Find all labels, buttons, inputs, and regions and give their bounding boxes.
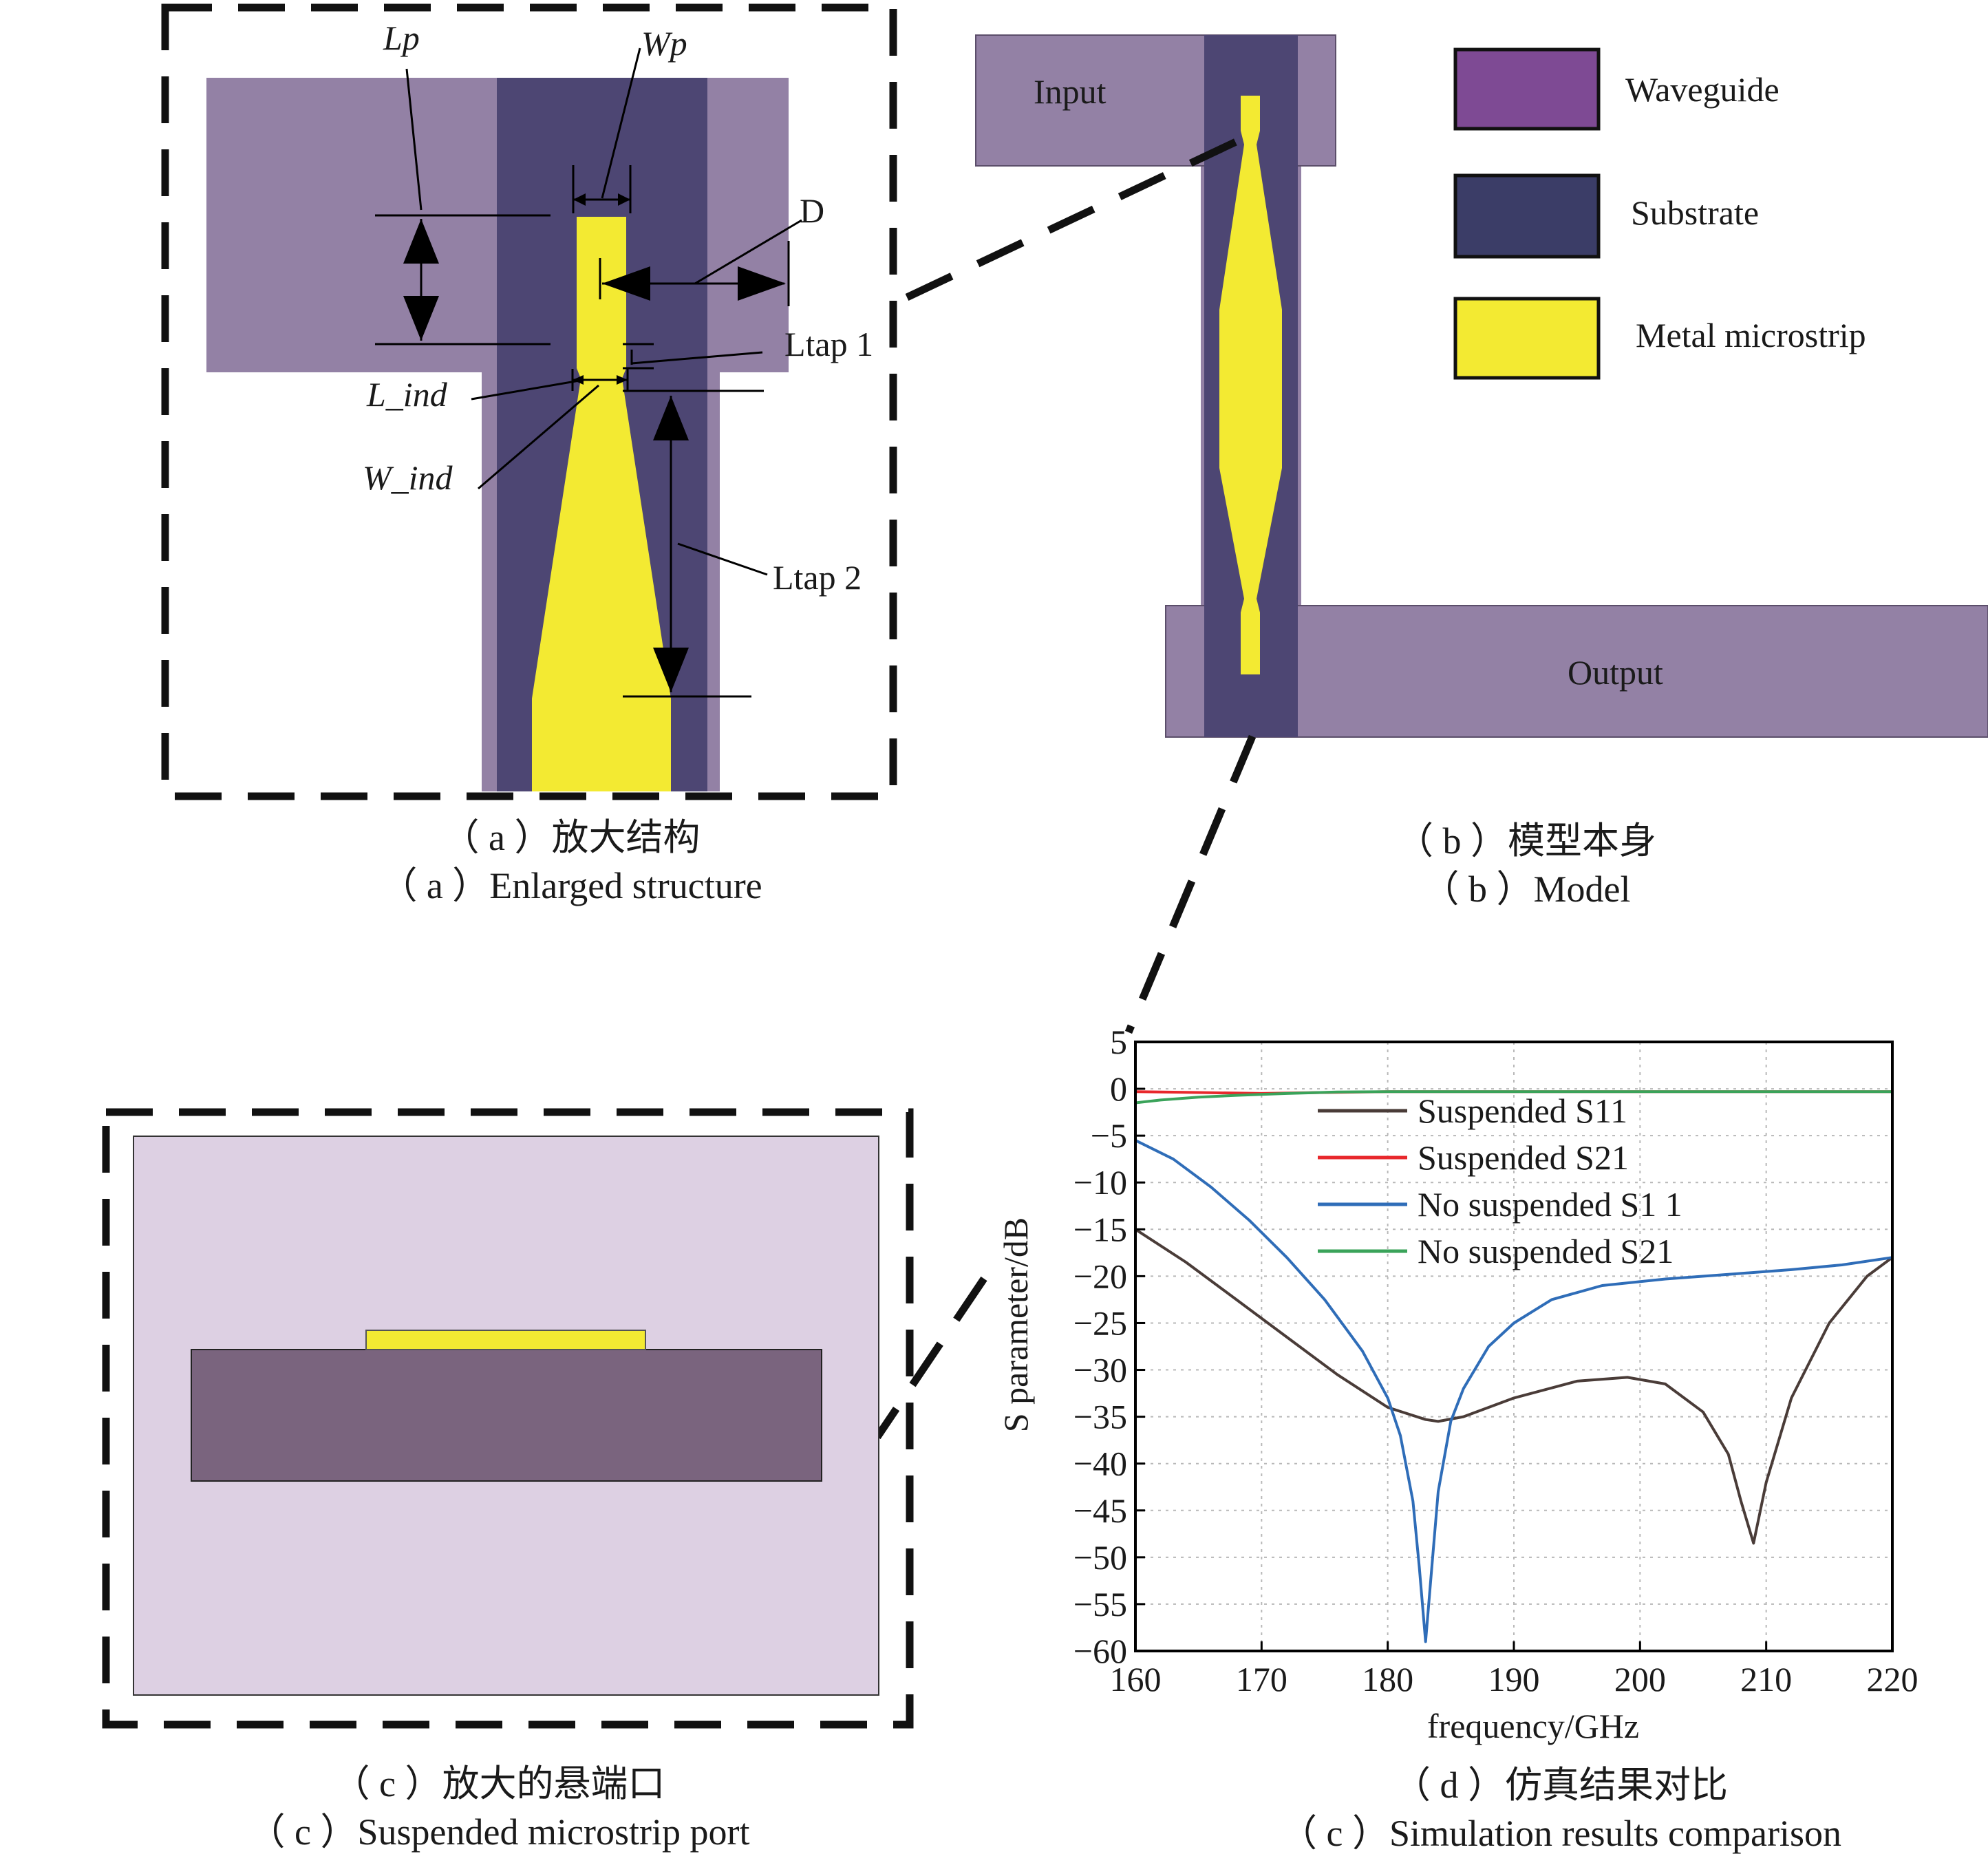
y-tick-label: 0 xyxy=(1110,1069,1127,1108)
legend-label-1: Suspended S21 xyxy=(1418,1138,1629,1177)
label-w-ind: W_ind xyxy=(363,458,453,497)
legend-swatch-waveguide xyxy=(1453,47,1601,131)
dashed-frame-a xyxy=(161,3,897,800)
x-tick-label: 170 xyxy=(1236,1660,1287,1698)
x-tick-label: 220 xyxy=(1867,1660,1918,1698)
legend-label-3: No suspended S21 xyxy=(1418,1232,1674,1270)
chart-grid xyxy=(1135,1042,1892,1651)
y-tick-label: −40 xyxy=(1073,1445,1127,1483)
label-ltap1: Ltap 1 xyxy=(784,325,873,363)
metal-microstrip-b xyxy=(1219,96,1282,674)
y-tick-label: −5 xyxy=(1091,1116,1127,1155)
series-line-3 xyxy=(1135,1090,1892,1105)
y-tick-label: −60 xyxy=(1073,1632,1127,1670)
panel-b-model: Input Output Waveguide Substrate Metal m… xyxy=(975,34,1988,910)
y-tick-label: −30 xyxy=(1073,1351,1127,1389)
chart-ylabel: S parameter/dB xyxy=(996,1217,1035,1432)
label-lp: Lp xyxy=(383,19,420,57)
y-tick-label: −45 xyxy=(1073,1491,1127,1530)
caption-c-cn: （ c ）放大的悬端口 xyxy=(333,1763,665,1804)
y-tick-label: −50 xyxy=(1073,1538,1127,1577)
legend-label-2: No suspended S1 1 xyxy=(1418,1185,1682,1224)
y-tick-label: −55 xyxy=(1073,1585,1127,1623)
caption-d-cn: （ d ）仿真结果对比 xyxy=(1393,1765,1728,1806)
panel-a-enlarged-structure: Lp Wp D Ltap 1 L_ind W_ind Ltap 2 （ a ）放… xyxy=(161,3,897,906)
port-substrate xyxy=(191,1349,822,1482)
label-d: D xyxy=(800,191,824,230)
caption-a-cn: （ a ）放大结构 xyxy=(442,817,701,858)
input-label: Input xyxy=(1034,72,1107,111)
x-tick-label: 180 xyxy=(1362,1660,1413,1698)
legend-label-waveguide: Waveguide xyxy=(1625,70,1779,109)
legend-label-metal: Metal microstrip xyxy=(1636,316,1866,354)
caption-a-en: （ a ）Enlarged structure xyxy=(380,865,762,906)
label-wp: Wp xyxy=(641,24,687,63)
port-metal-strip xyxy=(365,1330,646,1350)
panel-c-suspended-port: （ c ）放大的悬端口 （ c ）Suspended microstrip po… xyxy=(102,1108,914,1853)
y-tick-label: −25 xyxy=(1073,1303,1127,1342)
metal-microstrip-a xyxy=(532,217,671,791)
waveguide-output xyxy=(1166,606,1988,737)
dashed-frame-c xyxy=(102,1108,914,1729)
caption-b-cn: （ b ）模型本身 xyxy=(1396,820,1656,862)
chart-ticks: 160 170 180 190 200 210 220 5 0 −5 −10 −15 −20 −25 −30… xyxy=(1073,1023,1918,1698)
legend-label-substrate: Substrate xyxy=(1631,193,1759,232)
y-tick-label: −35 xyxy=(1073,1398,1127,1436)
panel-d-chart: 160 170 180 190 200 210 220 5 0 −5 −10 −15 −20 −25 −30… xyxy=(996,1023,1918,1854)
y-tick-label: 5 xyxy=(1110,1023,1127,1061)
material-legend: Waveguide Substrate Metal microstrip xyxy=(1453,47,1866,380)
y-tick-label: −15 xyxy=(1073,1210,1127,1248)
y-tick-label: −10 xyxy=(1073,1163,1127,1202)
x-tick-label: 190 xyxy=(1488,1660,1540,1698)
legend-swatch-metal xyxy=(1453,297,1601,380)
output-label: Output xyxy=(1568,653,1663,692)
series-line-2 xyxy=(1135,1139,1893,1643)
chart-series xyxy=(1134,1090,1894,1643)
chart-xlabel: frequency/GHz xyxy=(1427,1707,1639,1745)
series-line-0 xyxy=(1134,1228,1894,1545)
x-tick-label: 160 xyxy=(1110,1660,1162,1698)
dimension-annotations xyxy=(375,47,802,698)
x-tick-label: 200 xyxy=(1614,1660,1666,1698)
caption-b-en: （ b ）Model xyxy=(1422,869,1631,910)
legend-label-0: Suspended S11 xyxy=(1418,1091,1627,1130)
y-tick-label: −20 xyxy=(1073,1257,1127,1295)
label-l-ind: L_ind xyxy=(366,375,448,414)
caption-d-en: （ c ）Simulation results comparison xyxy=(1280,1813,1841,1854)
label-ltap2: Ltap 2 xyxy=(773,558,862,597)
x-tick-label: 210 xyxy=(1740,1660,1792,1698)
caption-c-en: （ c ）Suspended microstrip port xyxy=(248,1811,750,1853)
connector-lines xyxy=(874,127,1261,1440)
legend-swatch-substrate xyxy=(1453,173,1601,259)
